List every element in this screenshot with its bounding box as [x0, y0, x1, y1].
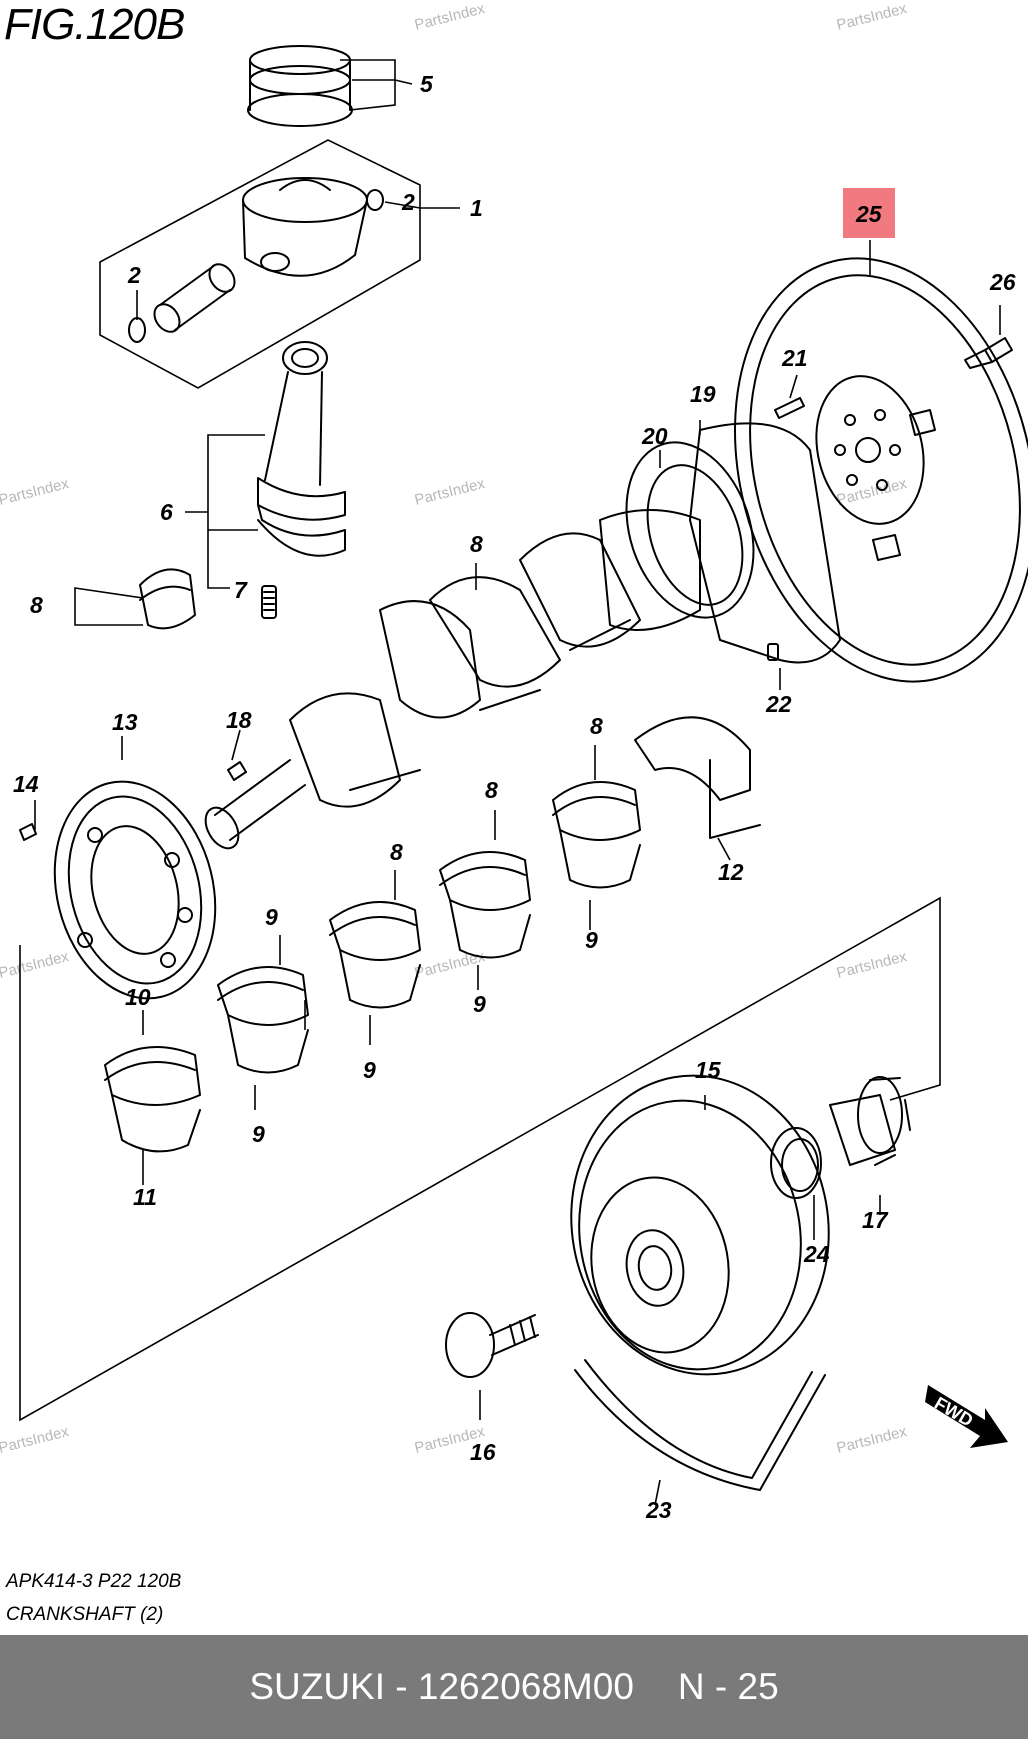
- fwd-arrow: FWD: [925, 1385, 1008, 1448]
- assembly-bracket: [19, 896, 941, 1422]
- piston-rings[interactable]: [247, 45, 353, 127]
- main-bearing-lower[interactable]: [104, 1046, 201, 1153]
- watermark: PartsIndex: [0, 948, 71, 982]
- crankshaft-key[interactable]: [227, 761, 247, 781]
- crank-timing-wheel[interactable]: [33, 764, 238, 1015]
- callout-9[interactable]: 9: [473, 991, 486, 1017]
- crankshaft-pulley[interactable]: [548, 1055, 852, 1395]
- callout-18[interactable]: 18: [226, 707, 252, 733]
- circlip[interactable]: [128, 317, 146, 343]
- front-oil-seal[interactable]: [770, 1127, 822, 1199]
- watermark: PartsIndex: [835, 0, 909, 34]
- callout-22[interactable]: 22: [765, 691, 792, 717]
- oil-seal-housing[interactable]: [689, 422, 841, 664]
- callout-17[interactable]: 17: [862, 1207, 889, 1233]
- timing-sprocket[interactable]: [829, 1076, 911, 1166]
- main-bearing[interactable]: [217, 966, 309, 1074]
- main-bearing[interactable]: [552, 781, 641, 889]
- callout-9[interactable]: 9: [363, 1057, 376, 1083]
- flywheel-bolt[interactable]: [964, 337, 1013, 369]
- callout-2[interactable]: 2: [401, 189, 415, 215]
- oil-seal[interactable]: [605, 426, 775, 634]
- part-info-bar: SUZUKI - 1262068M00 N - 25: [0, 1635, 1028, 1739]
- callout-23[interactable]: 23: [645, 1497, 672, 1523]
- callout-8[interactable]: 8: [390, 839, 403, 865]
- piston-group-frame: [99, 139, 421, 389]
- callout-8[interactable]: 8: [485, 777, 498, 803]
- callout-5[interactable]: 7: [234, 577, 248, 603]
- callout-12[interactable]: 12: [718, 859, 744, 885]
- drive-belt[interactable]: [574, 1359, 826, 1491]
- rod-bearing[interactable]: [139, 568, 196, 630]
- flywheel[interactable]: [692, 226, 1028, 713]
- callout-15[interactable]: 15: [695, 1057, 722, 1083]
- callout-13[interactable]: 13: [112, 709, 138, 735]
- callout-8[interactable]: 9: [265, 904, 278, 930]
- callout-10[interactable]: 10: [125, 984, 151, 1010]
- piston-pin[interactable]: [149, 259, 239, 336]
- dowel-pin[interactable]: [767, 643, 779, 661]
- highlight-box: [843, 188, 895, 238]
- callouts: 5 1 2 2 6 7 8 8 8 8 8 9 9 9 9 9 10 11 12…: [13, 71, 1016, 1523]
- watermark: PartsIndex: [413, 948, 487, 982]
- callout-26[interactable]: 26: [989, 269, 1016, 295]
- reference-label: N - 25: [677, 1666, 779, 1707]
- callout-2[interactable]: 2: [127, 262, 141, 288]
- seal-bolt[interactable]: [774, 397, 805, 419]
- callout-16[interactable]: 16: [470, 1439, 496, 1465]
- callout-9[interactable]: 9: [252, 1121, 265, 1147]
- watermark: PartsIndex: [413, 0, 487, 34]
- callout-24[interactable]: 24: [803, 1241, 830, 1267]
- connecting-rod[interactable]: [257, 341, 346, 557]
- callout-19[interactable]: 19: [690, 381, 716, 407]
- main-bearing[interactable]: [329, 901, 421, 1009]
- callout-3[interactable]: 5: [420, 71, 434, 97]
- callout-14[interactable]: 14: [13, 771, 39, 797]
- main-bearing[interactable]: [439, 851, 531, 959]
- thrust-bearing[interactable]: [634, 716, 761, 839]
- watermark: PartsIndex: [0, 475, 71, 509]
- section-name: CRANKSHAFT (2): [6, 1604, 164, 1625]
- parts-diagram: PartsIndex PartsIndex PartsIndex PartsIn…: [0, 0, 1028, 1523]
- watermark: PartsIndex: [835, 948, 909, 982]
- callout-7[interactable]: 8: [470, 531, 483, 557]
- callout-11[interactable]: 11: [133, 1184, 157, 1210]
- callout-4[interactable]: 6: [160, 499, 173, 525]
- diagram-canvas: PartsIndex PartsIndex PartsIndex PartsIn…: [0, 0, 1028, 1523]
- piston[interactable]: [242, 177, 368, 277]
- watermark: PartsIndex: [835, 475, 909, 509]
- crankshaft[interactable]: [199, 509, 701, 854]
- callout-8[interactable]: 8: [590, 713, 603, 739]
- watermark: PartsIndex: [0, 1423, 71, 1457]
- callout-25[interactable]: 25: [855, 201, 883, 227]
- watermark: PartsIndex: [835, 1423, 909, 1457]
- callout-6[interactable]: 8: [30, 592, 43, 618]
- connecting-rod-bolt[interactable]: [261, 585, 277, 619]
- leader-lines: [34, 59, 1001, 1506]
- callout-20[interactable]: 20: [641, 423, 668, 449]
- drawing-code: APK414-3 P22 120B: [6, 1571, 182, 1592]
- brand-label: SUZUKI: [249, 1666, 385, 1707]
- timing-wheel-screw[interactable]: [19, 823, 37, 841]
- callout-9[interactable]: 9: [585, 927, 598, 953]
- dash-label: -: [395, 1666, 408, 1707]
- circlip[interactable]: [366, 189, 384, 211]
- figure-title: FIG.120B: [4, 0, 185, 49]
- callout-1[interactable]: 1: [470, 195, 483, 221]
- fwd-label: FWD: [931, 1393, 976, 1431]
- watermark: PartsIndex: [413, 475, 487, 509]
- callout-21[interactable]: 21: [781, 345, 808, 371]
- pulley-bolt[interactable]: [445, 1312, 539, 1378]
- part-number[interactable]: 1262068M00: [417, 1666, 634, 1707]
